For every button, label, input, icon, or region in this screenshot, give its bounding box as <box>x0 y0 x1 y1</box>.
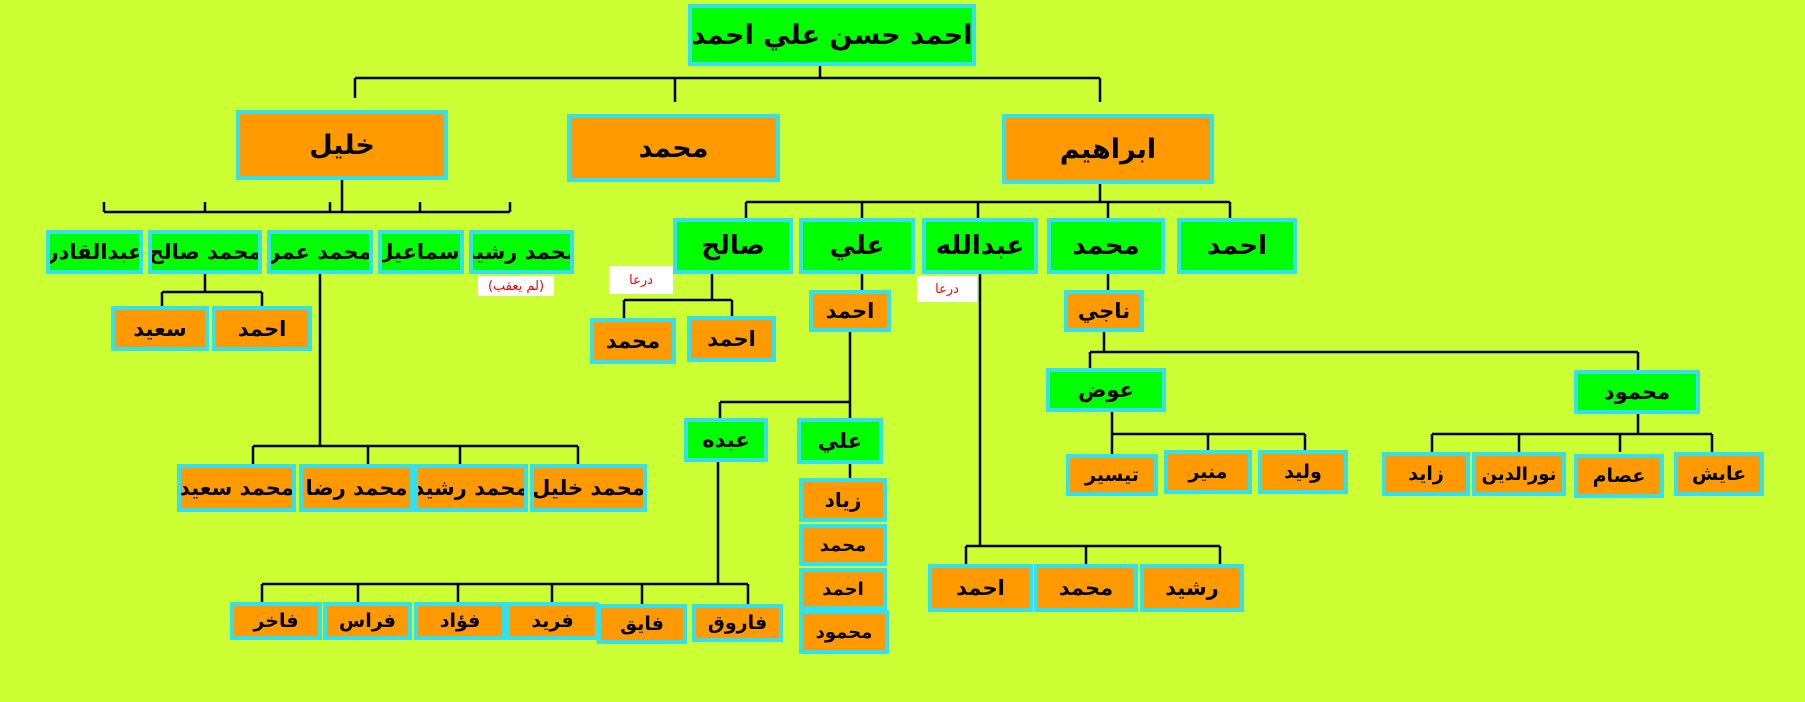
node-munir: منير <box>1164 450 1252 494</box>
node-mohammed-rashid-mo: محمد رشيد <box>414 464 528 512</box>
node-walid: وليد <box>1258 450 1348 494</box>
node-saleh: صالح <box>673 218 793 274</box>
node-rashid: رشيد <box>1140 564 1244 612</box>
node-ahmed-a2: احمد <box>799 568 887 610</box>
node-saeed: سعيد <box>111 306 209 351</box>
node-mohammed-khalil: محمد خليل <box>530 464 647 512</box>
node-abdullah: عبدالله <box>922 218 1038 274</box>
node-abdo: عبده <box>684 418 768 462</box>
node-mahmoud: محمود <box>1574 370 1700 414</box>
node-mohammed-reda: محمد رضا <box>299 464 414 512</box>
node-feras: فراس <box>323 602 412 640</box>
node-abdulqader: عبدالقادر <box>46 230 143 274</box>
node-faiq: فايق <box>597 604 687 644</box>
node-mohammed-saeed: محمد سعيد <box>177 464 296 512</box>
node-fouad: فؤاد <box>414 602 506 640</box>
node-mohammed-ib: محمد <box>1047 218 1165 274</box>
node-essam: عصام <box>1574 454 1664 498</box>
node-mohammed-s: محمد <box>590 318 676 364</box>
node-ahmed-ib: احمد <box>1177 218 1297 274</box>
node-ahmed-a: احمد <box>809 290 891 332</box>
note-dara-saleh: درعا <box>609 266 673 294</box>
node-mohammed-saleh: محمد صالح <box>148 230 262 274</box>
node-mohammed: محمد <box>567 114 780 182</box>
node-ahmed-s: احمد <box>687 316 776 362</box>
node-tayseer: تيسير <box>1066 454 1158 496</box>
node-zayed: زايد <box>1382 452 1470 496</box>
note-no-offspring: (لم يعقب) <box>478 276 554 296</box>
node-khalil: خليل <box>236 110 448 180</box>
node-ismail: اسماعيل <box>378 230 464 274</box>
node-ibrahim: ابراهيم <box>1002 114 1214 184</box>
node-ahmed-ms: احمد <box>212 306 312 351</box>
node-ali: علي <box>799 218 915 274</box>
node-awad: عوض <box>1046 368 1166 412</box>
node-ziad: زياد <box>799 478 887 522</box>
note-dara-abdullah: درعا <box>917 276 977 302</box>
node-nour-aldin: نورالدين <box>1472 452 1566 496</box>
node-mohammed-rashid-k: محمد رشيد <box>469 230 574 274</box>
node-farid: فريد <box>506 602 599 640</box>
node-ayesh: عايش <box>1674 452 1764 496</box>
node-mohammed-omar: محمد عمر <box>267 230 373 274</box>
node-fakher: فاخر <box>230 602 322 640</box>
node-ahmed-ab: احمد <box>928 564 1033 612</box>
node-naji: ناجي <box>1064 290 1144 332</box>
node-mahmoud-a2: محمود <box>799 610 889 654</box>
node-mohammed-a2: محمد <box>799 524 887 566</box>
node-farouq: فاروق <box>692 604 783 642</box>
node-mohammed-ab: محمد <box>1034 564 1138 612</box>
node-root: احمد حسن علي احمد <box>688 4 976 66</box>
node-ali-2: علي <box>797 418 883 464</box>
